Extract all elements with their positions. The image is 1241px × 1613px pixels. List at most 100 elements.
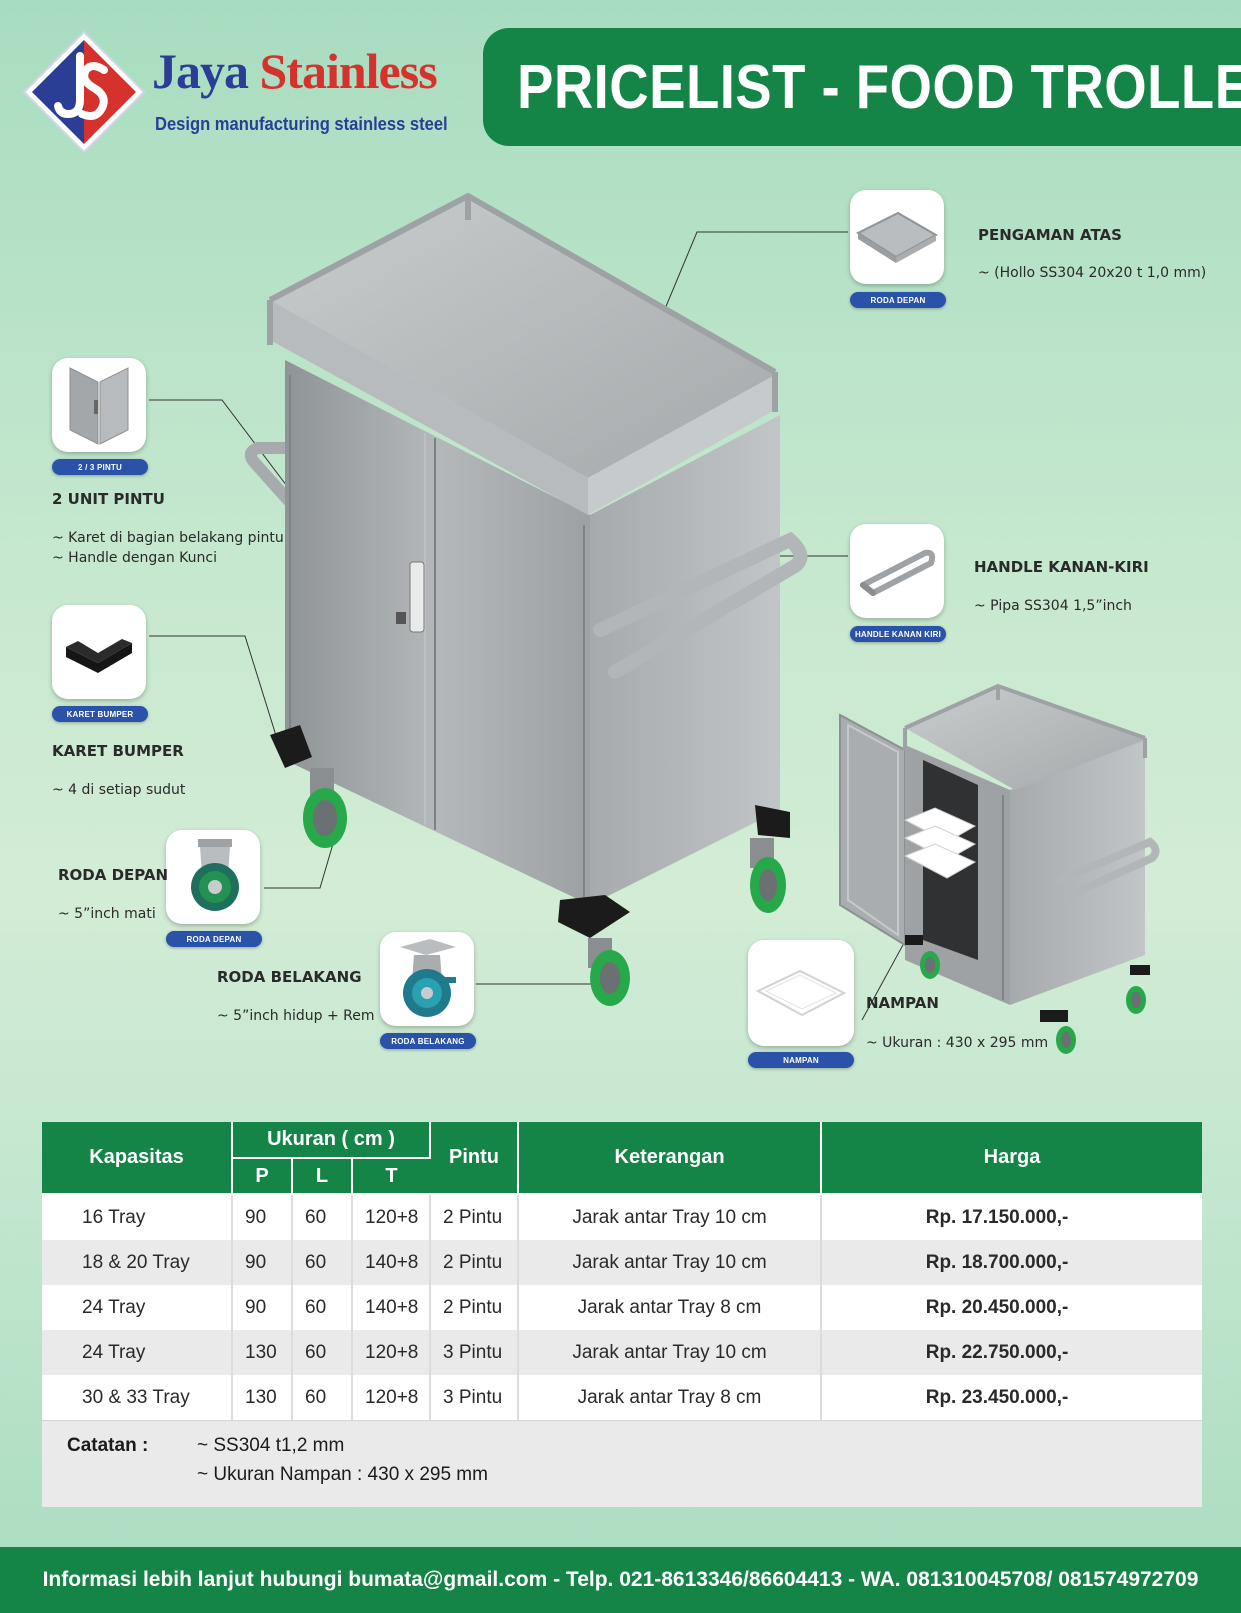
nampan-badge: NAMPAN <box>748 1052 854 1068</box>
cell-t: 140+8 <box>352 1240 432 1285</box>
brand-tagline: Design manufacturing stainless steel <box>155 114 448 134</box>
table-row: 30 & 33 Tray 130 60 120+8 3 Pintu Jarak … <box>42 1375 1203 1420</box>
top-guard-icon <box>855 211 939 263</box>
cell-t: 140+8 <box>352 1285 432 1330</box>
table-row: 24 Tray 90 60 140+8 2 Pintu Jarak antar … <box>42 1285 1203 1330</box>
header-pintu: Pintu <box>430 1122 520 1195</box>
cell-l: 60 <box>292 1330 353 1375</box>
roda-depan-desc: ~ 5”inch mati <box>58 906 156 922</box>
swivel-caster-icon <box>400 939 456 1017</box>
header-ukuran: Ukuran ( cm ) <box>232 1122 432 1159</box>
karet-thumbnail <box>52 605 146 699</box>
cell-harga: Rp. 18.700.000,- <box>821 1240 1203 1285</box>
cell-l: 60 <box>292 1194 353 1240</box>
brand-name: Jaya Stainless <box>152 43 438 99</box>
roda-belakang-title: RODA BELAKANG <box>217 968 362 986</box>
roda-belakang-desc: ~ 5”inch hidup + Rem <box>217 1008 375 1024</box>
cell-kapasitas: 24 Tray <box>42 1330 233 1375</box>
karet-desc: ~ 4 di setiap sudut <box>52 782 186 798</box>
bumper-icon <box>66 639 132 673</box>
handle-thumbnail <box>850 524 944 618</box>
handle-bar-icon <box>860 549 936 596</box>
cell-kapasitas: 16 Tray <box>42 1194 233 1240</box>
pengaman-atas-title: PENGAMAN ATAS <box>978 226 1122 244</box>
cell-pintu: 2 Pintu <box>430 1285 520 1330</box>
nampan-title: NAMPAN <box>866 994 939 1012</box>
roda-belakang-badge: RODA BELAKANG <box>380 1033 476 1049</box>
cell-l: 60 <box>292 1285 353 1330</box>
handle-desc: ~ Pipa SS304 1,5”inch <box>974 598 1132 614</box>
cell-p: 90 <box>232 1285 293 1330</box>
cell-pintu: 3 Pintu <box>430 1330 520 1375</box>
table-row: 18 & 20 Tray 90 60 140+8 2 Pintu Jarak a… <box>42 1240 1203 1285</box>
nampan-thumbnail <box>748 940 854 1046</box>
table-row: 24 Tray 130 60 120+8 3 Pintu Jarak antar… <box>42 1330 1203 1375</box>
karet-badge: KARET BUMPER <box>52 706 148 722</box>
brand-logo: Jaya Stainless Design manufacturing stai… <box>22 30 462 160</box>
cell-p: 90 <box>232 1240 293 1285</box>
header-keterangan: Keterangan <box>518 1122 823 1195</box>
pintu-desc-1: ~ Karet di bagian belakang pintu <box>52 530 284 546</box>
notes-section: Catatan : ~ SS304 t1,2 mm ~ Ukuran Nampa… <box>42 1420 1202 1507</box>
pintu-thumbnail <box>52 358 146 452</box>
note-item: ~ Ukuran Nampan : 430 x 295 mm <box>197 1464 488 1485</box>
table-row: 16 Tray 90 60 120+8 2 Pintu Jarak antar … <box>42 1194 1203 1240</box>
pengaman-atas-thumbnail <box>850 190 944 284</box>
nampan-desc: ~ Ukuran : 430 x 295 mm <box>866 1035 1049 1051</box>
door-icon <box>69 367 129 445</box>
cell-p: 90 <box>232 1194 293 1240</box>
cell-l: 60 <box>292 1375 353 1420</box>
cell-p: 130 <box>232 1330 293 1375</box>
cell-kapasitas: 30 & 33 Tray <box>42 1375 233 1420</box>
roda-depan-thumbnail <box>166 830 260 924</box>
page-title: PRICELIST - FOOD TROLLEY <box>517 52 1241 122</box>
cell-keterangan: Jarak antar Tray 10 cm <box>518 1330 823 1375</box>
handle-title: HANDLE KANAN-KIRI <box>974 558 1149 576</box>
cell-kapasitas: 24 Tray <box>42 1285 233 1330</box>
logo-mark-icon <box>22 30 146 154</box>
header-l: L <box>292 1158 353 1195</box>
cell-harga: Rp. 23.450.000,- <box>821 1375 1203 1420</box>
pengaman-atas-desc: ~ (Hollo SS304 20x20 t 1,0 mm) <box>978 265 1207 281</box>
cell-t: 120+8 <box>352 1330 432 1375</box>
cell-t: 120+8 <box>352 1375 432 1420</box>
cell-l: 60 <box>292 1240 353 1285</box>
price-table: Kapasitas Ukuran ( cm ) Pintu Keterangan… <box>42 1122 1203 1507</box>
cell-keterangan: Jarak antar Tray 10 cm <box>518 1240 823 1285</box>
tray-icon <box>755 969 847 1017</box>
header-harga: Harga <box>821 1122 1203 1195</box>
pintu-desc-2: ~ Handle dengan Kunci <box>52 550 217 566</box>
cell-kapasitas: 18 & 20 Tray <box>42 1240 233 1285</box>
fixed-caster-icon <box>191 839 239 911</box>
notes-label: Catatan : <box>67 1435 149 1456</box>
cell-pintu: 2 Pintu <box>430 1240 520 1285</box>
contact-info: Informasi lebih lanjut hubungi bumata@gm… <box>42 1568 1199 1591</box>
small-trolley <box>839 683 1160 1054</box>
header-t: T <box>352 1158 431 1195</box>
pengaman-atas-badge: RODA DEPAN <box>850 292 946 308</box>
pintu-title: 2 UNIT PINTU <box>52 490 165 508</box>
roda-depan-badge: RODA DEPAN <box>166 931 262 947</box>
note-item: ~ SS304 t1,2 mm <box>197 1435 345 1456</box>
cell-harga: Rp. 17.150.000,- <box>821 1194 1203 1240</box>
big-trolley <box>244 192 808 1006</box>
cell-keterangan: Jarak antar Tray 8 cm <box>518 1375 823 1420</box>
header-kapasitas: Kapasitas <box>42 1122 233 1195</box>
title-banner: PRICELIST - FOOD TROLLEY <box>483 28 1241 146</box>
header-p: P <box>232 1158 293 1195</box>
cell-pintu: 3 Pintu <box>430 1375 520 1420</box>
roda-belakang-thumbnail <box>380 932 474 1026</box>
cell-keterangan: Jarak antar Tray 10 cm <box>518 1194 823 1240</box>
karet-title: KARET BUMPER <box>52 742 184 760</box>
product-illustration <box>149 192 1160 1054</box>
cell-pintu: 2 Pintu <box>430 1194 520 1240</box>
cell-harga: Rp. 20.450.000,- <box>821 1285 1203 1330</box>
cell-harga: Rp. 22.750.000,- <box>821 1330 1203 1375</box>
roda-depan-title: RODA DEPAN <box>58 866 169 884</box>
cell-p: 130 <box>232 1375 293 1420</box>
wheel-icon <box>303 768 347 848</box>
handle-badge: HANDLE KANAN KIRI <box>850 626 946 642</box>
cell-keterangan: Jarak antar Tray 8 cm <box>518 1285 823 1330</box>
cell-t: 120+8 <box>352 1194 432 1240</box>
contact-footer: Informasi lebih lanjut hubungi bumata@gm… <box>0 1547 1241 1613</box>
